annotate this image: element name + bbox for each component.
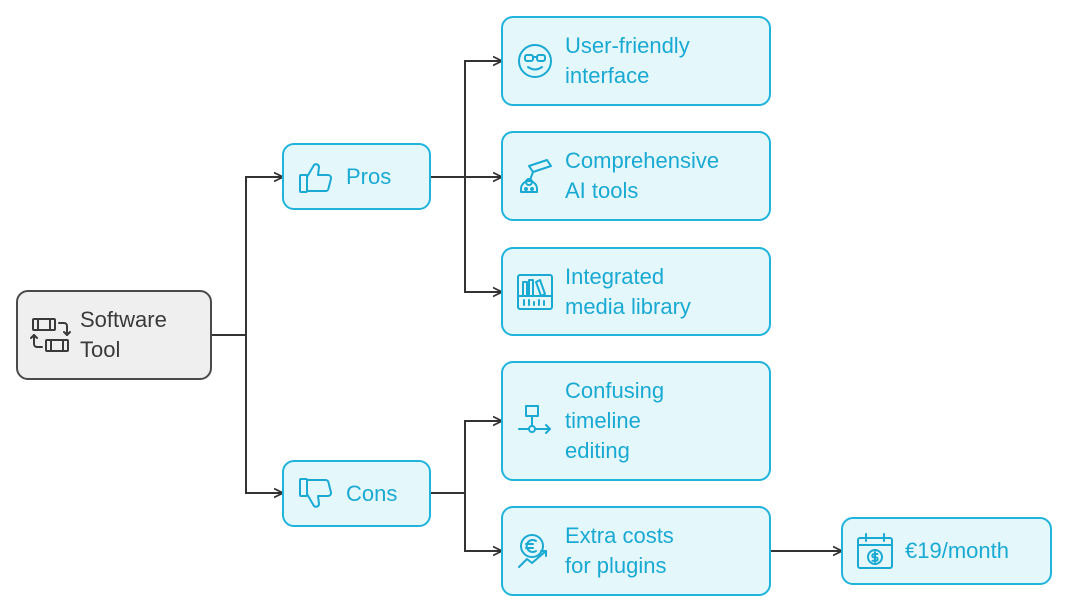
media-library-icon: [515, 272, 555, 312]
cons-label: Cons: [346, 480, 398, 506]
media-library-node[interactable]: Integrated media library: [501, 247, 771, 336]
timeline-editing-label: Confusing timeline editing: [565, 378, 665, 463]
thumbs-down-icon: [296, 474, 336, 514]
media-library-label: Integrated media library: [565, 263, 691, 319]
pros-label: Pros: [346, 163, 392, 189]
user-friendly-node[interactable]: User-friendly interface: [501, 16, 771, 106]
connector-pros-user-friendly: [431, 61, 501, 178]
price-node[interactable]: €19/month: [841, 517, 1052, 585]
user-friendly-label: User-friendly interface: [565, 33, 690, 88]
connector-root-pros: [212, 177, 282, 336]
timeline-editing-node[interactable]: Confusing timeline editing: [501, 361, 771, 481]
root-label: Software Tool: [80, 307, 167, 362]
connector-root-cons: [245, 335, 282, 493]
ai-tools-label: Comprehensive AI tools: [565, 148, 720, 203]
ai-tools-node[interactable]: Comprehensive AI tools: [501, 131, 771, 221]
robot-arm-icon: [515, 156, 555, 196]
timeline-flow-icon: [515, 401, 555, 441]
calendar-dollar-icon: [855, 531, 895, 571]
extra-costs-node[interactable]: Extra costs for plugins: [501, 506, 771, 596]
connector-pros-media-library: [464, 177, 501, 292]
pros-node[interactable]: Pros: [282, 143, 431, 210]
extra-costs-label: Extra costs for plugins: [565, 523, 674, 578]
smiling-face-icon: [515, 41, 555, 81]
connector-cons-costs: [464, 493, 501, 551]
root-node[interactable]: Software Tool: [16, 290, 212, 380]
price-label: €19/month: [905, 538, 1009, 563]
video-conversion-icon: [30, 314, 72, 356]
euro-growth-icon: [515, 531, 555, 571]
thumbs-up-icon: [296, 157, 336, 197]
cons-node[interactable]: Cons: [282, 460, 431, 527]
connector-cons-timeline: [431, 421, 501, 494]
